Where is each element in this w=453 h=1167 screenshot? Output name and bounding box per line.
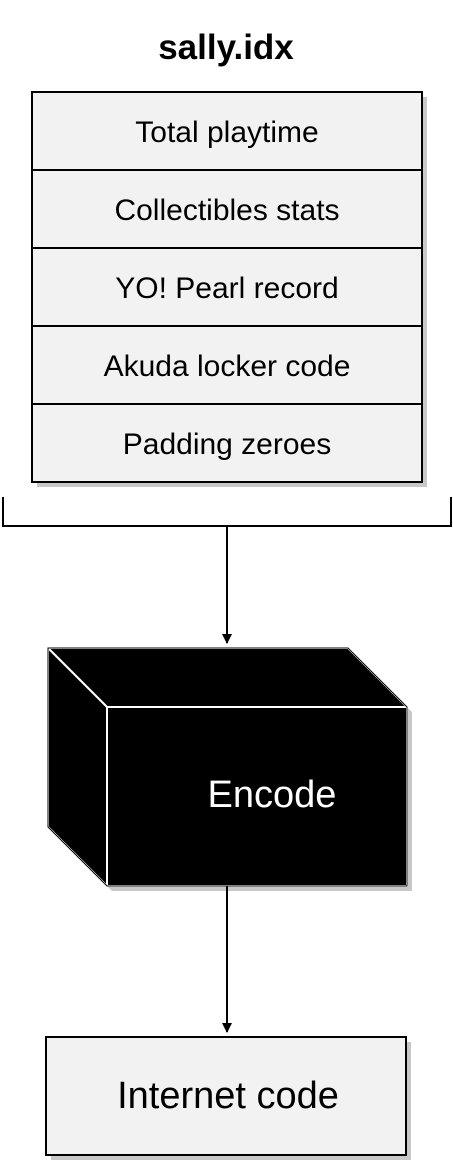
encode-box-top bbox=[45, 647, 410, 708]
output-box bbox=[45, 1036, 407, 1156]
field-row: Padding zeroes bbox=[31, 403, 423, 483]
encode-box-front bbox=[106, 706, 408, 887]
field-label: Akuda locker code bbox=[104, 350, 351, 383]
field-label: Padding zeroes bbox=[123, 428, 331, 461]
field-row: YO! Pearl record bbox=[31, 247, 423, 327]
field-label: YO! Pearl record bbox=[115, 272, 338, 305]
field-row: Total playtime bbox=[31, 91, 423, 171]
output-label: Internet code bbox=[117, 1075, 339, 1117]
encode-label: Encode bbox=[208, 774, 337, 816]
internet-code-box: Internet code bbox=[45, 1036, 411, 1160]
record-fields-stack: Total playtime Collectibles stats YO! Pe… bbox=[31, 91, 427, 487]
encode-process-box: Encode bbox=[45, 645, 412, 891]
file-title: sally.idx bbox=[158, 28, 294, 67]
field-cell bbox=[31, 403, 423, 483]
encode-box-outline bbox=[47, 647, 408, 887]
field-cell bbox=[31, 169, 423, 249]
field-label: Total playtime bbox=[135, 116, 318, 149]
field-cell bbox=[31, 247, 423, 327]
field-row: Collectibles stats bbox=[31, 169, 423, 249]
field-label: Collectibles stats bbox=[114, 194, 339, 227]
field-cell bbox=[31, 91, 423, 171]
group-bracket bbox=[2, 497, 452, 527]
field-row: Akuda locker code bbox=[31, 325, 423, 405]
